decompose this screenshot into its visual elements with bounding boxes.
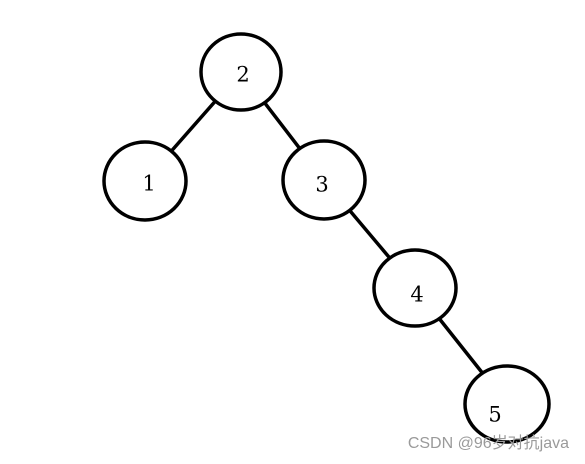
edge-n2-n1 [169,99,218,153]
edge-n4-n5 [437,316,485,375]
tree-node-5: 5 [463,364,551,444]
node-label: 2 [236,63,249,87]
edge-n3-n4 [347,208,392,260]
node-circle [102,140,188,222]
tree-node-3: 3 [281,139,367,221]
edges-layer [169,99,485,375]
nodes-layer: 2 1 3 4 5 [102,32,551,444]
node-label: 3 [315,173,328,197]
edge-n2-n3 [262,100,302,151]
node-circle [281,139,367,221]
csdn-watermark: CSDN @96岁对抗java [407,435,569,452]
node-circle [199,32,283,112]
node-circle [463,364,551,444]
node-label: 1 [142,172,155,196]
node-label: 5 [488,403,501,427]
node-label: 4 [410,283,423,307]
node-circle [372,248,458,328]
tree-node-2: 2 [199,32,283,112]
tree-node-4: 4 [372,248,458,328]
tree-node-1: 1 [102,140,188,222]
